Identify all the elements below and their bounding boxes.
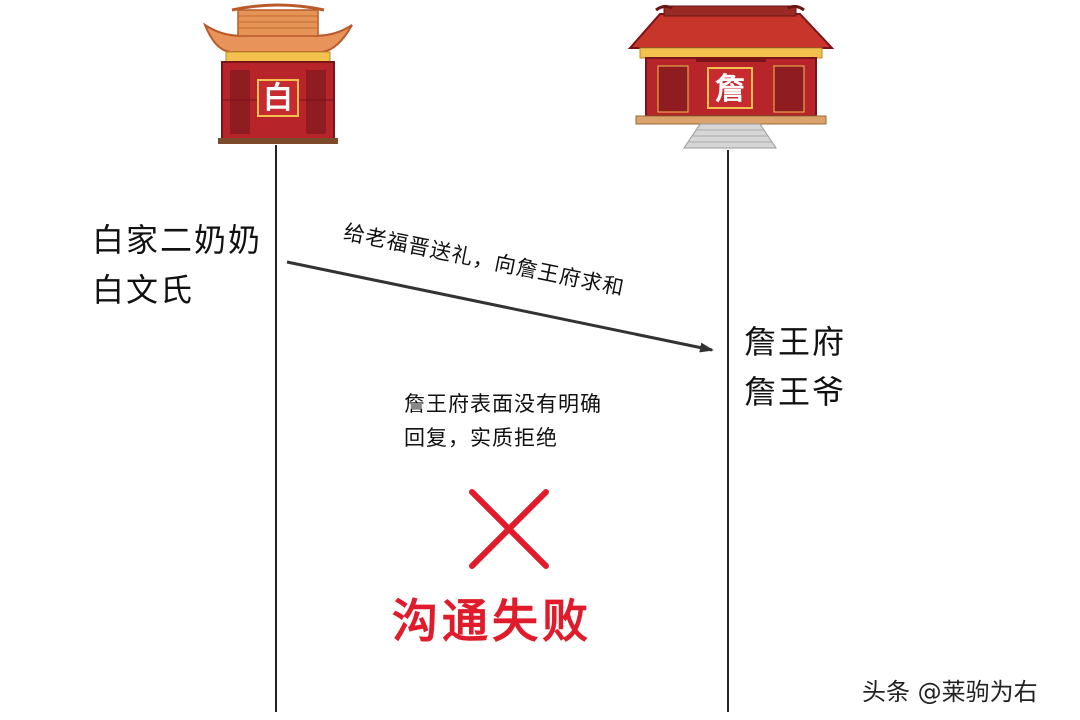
zhan-palace-icon: 詹 xyxy=(627,4,835,149)
right-party-name: 詹王爷 xyxy=(744,373,847,411)
right-party-title: 詹王府 xyxy=(744,323,847,361)
left-party-title: 白家二奶奶 xyxy=(92,221,263,259)
result-label: 沟通失败 xyxy=(392,594,592,648)
response-line-2: 回复，实质拒绝 xyxy=(404,426,558,450)
message-arrow xyxy=(286,260,714,353)
bai-sign-text: 白 xyxy=(263,81,293,116)
left-party-name: 白文氏 xyxy=(92,271,195,309)
zhan-sign-text: 詹 xyxy=(715,72,745,107)
watermark: 头条 @莱驹为右 xyxy=(862,678,1038,706)
response-line-1: 詹王府表面没有明确 xyxy=(404,392,602,416)
bai-house-icon: 白 xyxy=(202,3,353,144)
cross-icon xyxy=(469,489,549,569)
